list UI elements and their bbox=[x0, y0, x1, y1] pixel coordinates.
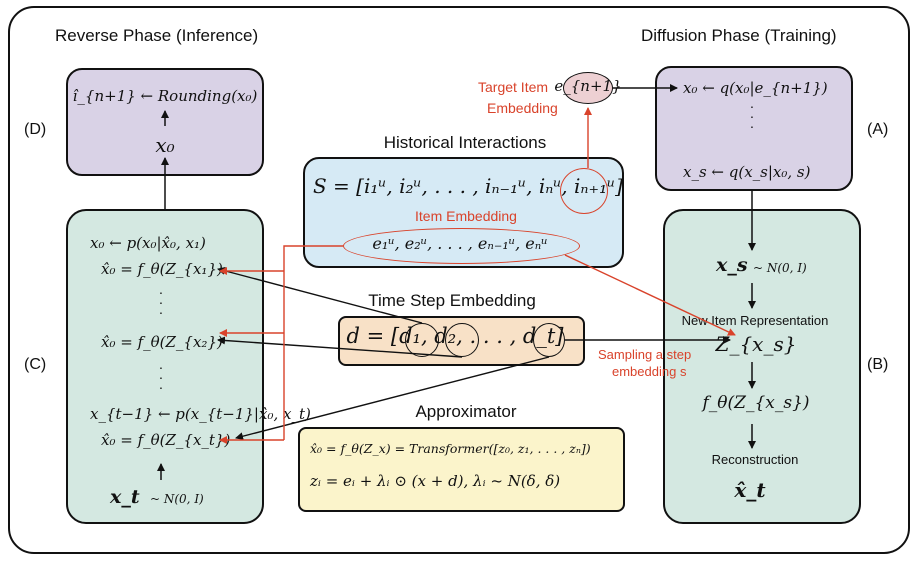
new-item-representation-label: New Item Representation bbox=[681, 313, 829, 328]
target-embedding-text: e_{n+1} bbox=[554, 77, 622, 95]
historical-heading: Historical Interactions bbox=[383, 133, 547, 152]
target-item-label: Target Item bbox=[478, 79, 549, 95]
target-item-label-2: Embedding bbox=[487, 100, 558, 116]
label-A: (A) bbox=[867, 121, 889, 138]
d1-circle bbox=[405, 323, 439, 357]
approximator-formula-1: x̂₀ = f_θ(Z_x) = Transformer([z₀, z₁, . … bbox=[310, 441, 591, 456]
arrow-d2-to-fhat2 bbox=[217, 336, 463, 358]
label-C: (C) bbox=[24, 356, 47, 373]
box-A-forward bbox=[655, 66, 853, 191]
red-bracket bbox=[283, 245, 343, 440]
diffusion-phase-heading: Diffusion Phase (Training) bbox=[641, 26, 837, 45]
label-D: (D) bbox=[24, 121, 47, 138]
x0-output: x₀ bbox=[155, 133, 175, 157]
item-embedding-label: Item Embedding bbox=[415, 208, 517, 224]
rounding-formula: î_{n+1} ← Rounding(x₀) bbox=[72, 87, 258, 105]
time-step-heading: Time Step Embedding bbox=[368, 291, 536, 310]
f-theta-zxs: f_θ(Z_{x_s}) bbox=[702, 393, 810, 413]
reverse-dots-1: · · · bbox=[158, 284, 164, 320]
xt-input: x_t bbox=[110, 486, 140, 508]
box-B-training bbox=[663, 209, 861, 524]
sampling-label-2: embedding s bbox=[612, 364, 687, 379]
dt-circle bbox=[533, 323, 565, 357]
outer-frame bbox=[8, 6, 910, 554]
arrow-dt-to-fhatt bbox=[235, 356, 550, 441]
label-B: (B) bbox=[867, 356, 889, 373]
forward-dots: · · · bbox=[749, 98, 755, 134]
approximator-heading: Approximator bbox=[415, 402, 517, 421]
xhat-t-output: x̂_t bbox=[734, 478, 766, 502]
reconstruction-label: Reconstruction bbox=[711, 452, 799, 467]
xs-sample: x_s bbox=[716, 254, 748, 276]
approximator-box bbox=[298, 427, 625, 512]
reverse-phase-heading: Reverse Phase (Inference) bbox=[55, 26, 259, 45]
fhat-zxt: x̂₀ = f_θ(Z_{x_t}) bbox=[101, 431, 231, 449]
reverse-p-x0: x₀ ← p(x₀|x̂₀, x₁) bbox=[90, 234, 206, 252]
arrow-d1-to-fhat1 bbox=[217, 266, 423, 324]
reverse-dots-2: · · · bbox=[158, 359, 164, 395]
xt-noise-dist: ~ N(0, I) bbox=[150, 492, 204, 506]
box-C-reverse bbox=[66, 209, 264, 524]
xs-noise-dist: ~ N(0, I) bbox=[753, 261, 807, 275]
red-embedding-to-z bbox=[564, 254, 736, 336]
item-embedding-ellipse bbox=[343, 228, 580, 264]
target-item-circle bbox=[560, 168, 608, 214]
approximator-formula-2: zᵢ = eᵢ + λᵢ ⊙ (x + d), λᵢ ~ N(δ, δ) bbox=[310, 472, 561, 490]
forward-q-xs: x_s ← q(x_s|x₀, s) bbox=[683, 163, 811, 181]
target-embedding-node bbox=[563, 72, 613, 104]
reverse-p-xt-1: x_{t−1} ← p(x_{t−1}|x̂₀, x_t) bbox=[90, 405, 311, 423]
forward-q-x0: x₀ ← q(x₀|e_{n+1}) bbox=[683, 79, 828, 97]
sampling-label: Sampling a step bbox=[598, 347, 692, 362]
fhat-zx1: x̂₀ = f_θ(Z_{x₁}) bbox=[101, 260, 223, 278]
item-embedding-sequence: e₁ᵘ, e₂ᵘ, . . . , eₙ₋₁ᵘ, eₙᵘ bbox=[372, 234, 548, 253]
fhat-zx2: x̂₀ = f_θ(Z_{x₂}) bbox=[101, 333, 223, 351]
